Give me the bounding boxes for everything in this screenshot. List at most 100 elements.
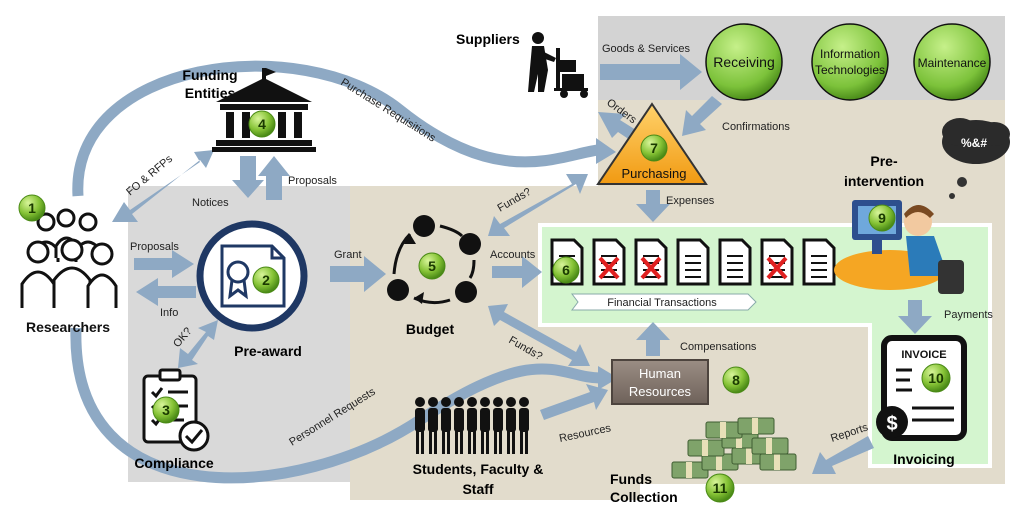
- invoicing-node: INVOICE $ 10 Invoicing: [876, 335, 967, 467]
- reports-arrow: [812, 436, 874, 474]
- person-silhouette-icon: [467, 397, 477, 454]
- preintervention-label-line1: Pre-: [870, 153, 898, 169]
- badge-11-number: 11: [713, 480, 728, 496]
- badge-1-number: 1: [28, 200, 36, 216]
- suppliers-node: Suppliers: [456, 31, 588, 98]
- badge-3-number: 3: [162, 402, 170, 418]
- certificate-icon: [220, 244, 286, 308]
- maintenance-label: Maintenance: [918, 56, 987, 70]
- banknote-stack-icon: [759, 453, 797, 471]
- document-icon: [676, 238, 710, 286]
- students-label-line2: Staff: [462, 481, 493, 497]
- personnel-requests-flow: [70, 327, 601, 484]
- badge-9-number: 9: [878, 210, 886, 226]
- badge-2: [252, 266, 280, 294]
- fo-rfps-arrow: [112, 150, 214, 222]
- receiving-node[interactable]: Receiving: [705, 23, 783, 101]
- suppliers-label: Suppliers: [456, 31, 520, 47]
- maintenance-node[interactable]: Maintenance: [913, 23, 991, 101]
- edge-label-grant: Grant: [334, 249, 362, 261]
- hand-truck-worker-icon: [528, 32, 588, 98]
- compliance-node: 3 Compliance: [134, 368, 214, 471]
- badge-5-number: 5: [428, 258, 436, 274]
- proposals-up-arrow: [258, 156, 290, 200]
- confirmations-arrow: [682, 96, 722, 136]
- budget-node: 5 Budget: [387, 215, 481, 337]
- funding-entities-node: Funding Entities 4: [182, 67, 316, 152]
- compliance-label: Compliance: [134, 455, 214, 471]
- badge-7-number: 7: [650, 140, 658, 156]
- compensations-arrow: [636, 322, 670, 356]
- funds-collection-node: 11 Funds Collection: [610, 417, 797, 505]
- invoice-icon: INVOICE $: [876, 335, 967, 441]
- resources-arrow: [540, 384, 608, 420]
- pre-award-node: 2 Pre-award: [196, 220, 308, 359]
- edge-label-info: Info: [160, 307, 178, 319]
- accounts-arrow: [492, 256, 542, 288]
- badge-6-number: 6: [562, 262, 570, 278]
- purchasing-node[interactable]: 7 Purchasing: [596, 102, 708, 185]
- funds-bottom-arrow: [488, 304, 590, 366]
- banknote-stack-icon: [687, 439, 725, 457]
- ok-arrow: [178, 320, 218, 368]
- government-building-icon: [212, 68, 316, 152]
- edge-label-payments: Payments: [944, 309, 993, 321]
- badge-9: [868, 204, 896, 232]
- purchase-requisitions-flow: [72, 60, 599, 197]
- edge-label-confirmations: Confirmations: [722, 121, 790, 133]
- edge-label-proposals-left: Proposals: [130, 241, 179, 253]
- dollar-sign: $: [886, 413, 897, 435]
- badge-5: [418, 252, 446, 280]
- document-icon: [760, 238, 794, 286]
- person-silhouette-icon: [428, 397, 438, 454]
- invoice-word: INVOICE: [901, 349, 946, 361]
- proposals-right-arrow: [134, 250, 194, 278]
- preintervention-label-line2: intervention: [844, 173, 924, 189]
- funds-label-line2: Collection: [610, 489, 678, 505]
- it-node[interactable]: Information Technologies: [811, 23, 889, 101]
- edge-label-accounts: Accounts: [490, 249, 536, 261]
- person-silhouette-icon: [519, 397, 529, 454]
- badge-10-number: 10: [928, 370, 944, 386]
- banknote-stack-icon: [737, 417, 775, 435]
- badge-7: [640, 134, 668, 162]
- students-label-line1: Students, Faculty &: [413, 461, 544, 477]
- goods-services-arrow: [600, 54, 702, 90]
- badge-3: [152, 396, 180, 424]
- badge-2-number: 2: [262, 272, 270, 288]
- transactions-banner: [571, 293, 757, 311]
- edge-label-compensations: Compensations: [680, 341, 757, 353]
- thought-text: %&#: [961, 136, 987, 150]
- grant-arrow: [330, 256, 386, 292]
- badge-8-number: 8: [732, 372, 740, 388]
- funding-label-line2: Entities: [185, 85, 236, 101]
- pre-intervention-node: Pre- intervention %&# 9: [834, 118, 1010, 294]
- students-node: Students, Faculty & Staff: [413, 397, 544, 497]
- document-icon: [718, 238, 752, 286]
- person-silhouette-icon: [441, 397, 451, 454]
- banknote-stack-icon: [751, 437, 789, 455]
- human-resources-node[interactable]: Human Resources 8: [611, 359, 750, 405]
- info-left-arrow: [136, 278, 196, 306]
- personnel-requests-arrowhead: [598, 366, 618, 390]
- transactions-label: Financial Transactions: [607, 297, 717, 309]
- arrows: [112, 54, 932, 474]
- person-silhouette-icon: [480, 397, 490, 454]
- banknote-stack-icon: [671, 461, 709, 479]
- receiving-label: Receiving: [713, 54, 774, 70]
- funds-label-line1: Funds: [610, 471, 652, 487]
- hr-label-line2: Resources: [629, 384, 692, 399]
- document-icon: [634, 238, 668, 286]
- budget-label: Budget: [406, 321, 455, 337]
- cycle-icon: [387, 215, 481, 305]
- badge-8: [722, 366, 750, 394]
- orders-arrow: [598, 112, 636, 140]
- edge-label-purchase-requisitions: Purchase Requisitions: [338, 76, 438, 144]
- people-line-icon: [415, 397, 529, 454]
- edge-label-notices: Notices: [192, 197, 229, 209]
- notices-arrow: [232, 156, 264, 198]
- badge-1: [18, 194, 46, 222]
- person-silhouette-icon: [506, 397, 516, 454]
- edge-label-expenses: Expenses: [666, 195, 715, 207]
